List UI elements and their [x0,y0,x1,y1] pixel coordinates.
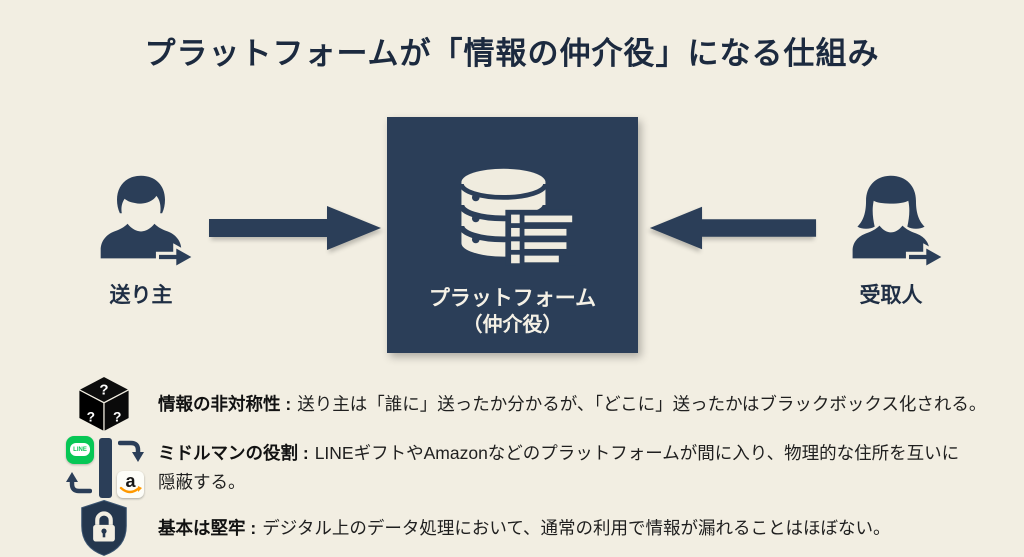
svg-text:?: ? [113,409,121,424]
line-amazon-exchange-icon: LINE a [66,436,144,501]
svg-text:?: ? [87,409,95,424]
curved-arrow-up-icon [66,472,93,501]
platform-box: プラットフォーム （仲介役） [387,117,638,353]
receiver-figure [843,173,948,273]
platform-name: プラットフォーム [428,287,597,310]
receive-arrow-icon [905,242,948,277]
person-female-icon [843,175,939,267]
bullet-desc: LINEギフトやAmazonなどのプラットフォームが間に入り、物理的な住所を互い… [158,443,960,492]
shield-lock-icon [66,499,142,557]
mystery-box-icon: ? ? ? [66,374,142,434]
bullet-text: ミドルマンの役割 :LINEギフトやAmazonなどのプラットフォームが間に入り… [158,439,990,497]
bullet-desc: デジタル上のデータ処理において、通常の利用で情報が漏れることはほぼない。 [262,517,891,538]
bullet-desc: 送り主は「誰に」送ったか分かるが、「どこに」送ったかはブラックボックス化される。 [297,393,987,414]
sender-label: 送り主 [109,284,173,307]
bullet-info-asymmetry: ? ? ? 情報の非対称性 :送り主は「誰に」送ったか分かるが、「どこに」送った… [66,372,990,436]
bullet-middleman-role: LINE a [66,434,990,502]
receiver-label: 受取人 [859,284,923,307]
amazon-app-icon: a [117,471,144,498]
arrow-receiver-to-platform-icon [646,202,818,259]
database-icon [450,163,576,275]
bullet-secure-by-default: 基本は堅牢 :デジタル上のデータ処理において、通常の利用で情報が漏れることはほぼ… [66,500,990,556]
send-arrow-icon [155,242,198,277]
bullet-text: 基本は堅牢 :デジタル上のデータ処理において、通常の利用で情報が漏れることはほぼ… [158,514,990,543]
person-male-icon [93,175,189,267]
barrier-bar-icon [99,438,112,498]
svg-text:?: ? [99,381,108,398]
bullet-label: 情報の非対称性 : [158,393,292,414]
platform-role: （仲介役） [462,314,563,337]
arrow-sender-to-platform-icon [207,202,385,259]
bullet-text: 情報の非対称性 :送り主は「誰に」送ったか分かるが、「どこに」送ったかはブラック… [158,390,990,419]
line-app-icon: LINE [66,436,94,464]
sender-figure [93,173,198,273]
curved-arrow-down-icon [117,438,144,467]
bullet-label: 基本は堅牢 : [158,517,257,538]
page-title: プラットフォームが「情報の仲介役」になる仕組み [144,36,880,71]
bullet-label: ミドルマンの役割 : [158,443,309,464]
